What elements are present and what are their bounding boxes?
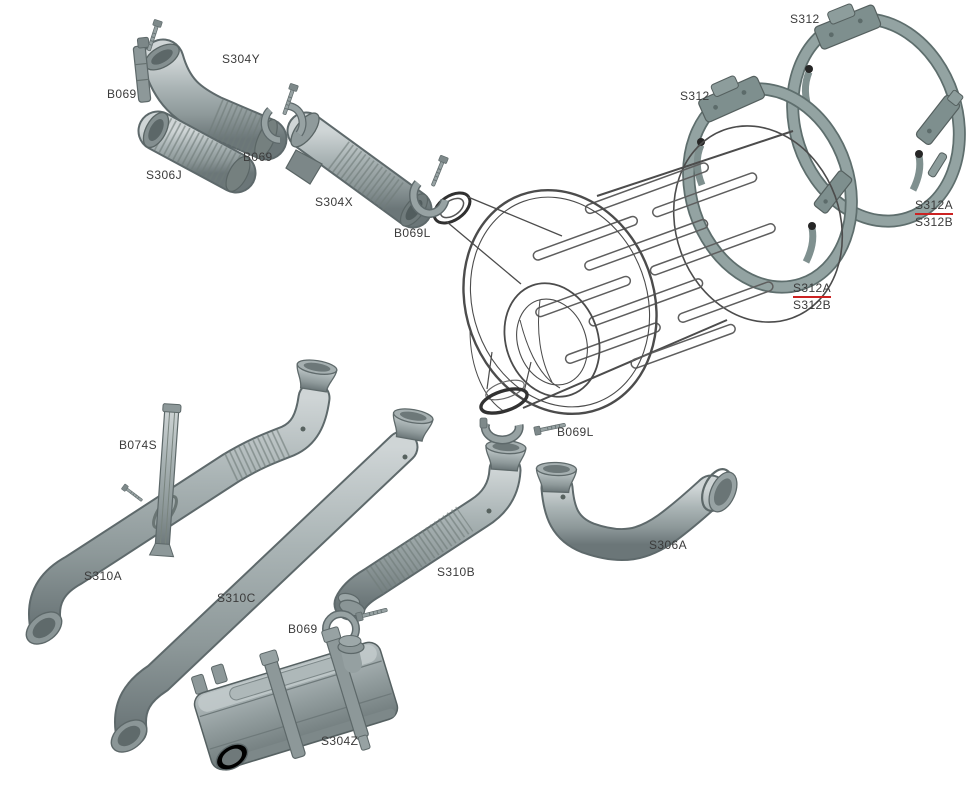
part-label-s312-right[interactable]: S312 — [790, 12, 820, 26]
part-label-s310c[interactable]: S310C — [217, 591, 256, 605]
part-s306a-drawing — [535, 461, 738, 562]
part-b069l-clamp-lower-drawing — [479, 417, 567, 445]
part-s310b-drawing — [333, 438, 527, 621]
part-s310c-drawing — [110, 405, 435, 753]
part-label-s306j[interactable]: S306J — [146, 168, 183, 182]
part-s310a-drawing — [25, 356, 339, 645]
part-label-b069l-lower[interactable]: B069L — [557, 425, 594, 439]
part-label-b069-bottom[interactable]: B069 — [288, 622, 318, 636]
part-label-b069-mid[interactable]: B069 — [243, 150, 273, 164]
part-label-s312a-lower[interactable]: S312A — [793, 282, 832, 298]
part-muffler-canister-drawing — [432, 125, 844, 416]
part-label-s304z[interactable]: S304Z — [321, 734, 359, 748]
part-s312-strap-right-drawing — [786, 3, 966, 228]
part-label-s304x[interactable]: S304X — [315, 195, 354, 209]
part-s306j-drawing — [137, 110, 257, 194]
part-label-s310a[interactable]: S310A — [84, 569, 123, 583]
part-s312-strap-left-drawing — [682, 75, 858, 294]
part-label-s306a[interactable]: S306A — [649, 538, 688, 552]
part-label-b074s[interactable]: B074S — [119, 438, 158, 452]
part-b069-clamp-top-left-drawing — [132, 18, 163, 103]
part-s304z-drawing — [191, 626, 399, 771]
part-label-s310b[interactable]: S310B — [437, 565, 476, 579]
part-b069l-clamp-upper-drawing — [409, 154, 450, 218]
part-label-s304y[interactable]: S304Y — [222, 52, 261, 66]
part-label-s312b-lower[interactable]: S312B — [793, 298, 832, 312]
part-label-s312b-right[interactable]: S312B — [915, 215, 954, 229]
part-b074s-stake-drawing — [120, 403, 182, 558]
part-label-b069l-upper[interactable]: B069L — [394, 226, 431, 240]
part-s304y-drawing — [141, 38, 288, 161]
part-s304x-drawing — [285, 111, 433, 229]
part-label-s312a-right[interactable]: S312A — [915, 199, 954, 215]
part-label-b069-top-left[interactable]: B069 — [107, 87, 137, 101]
part-b069-clamp-mid-drawing — [260, 82, 307, 144]
part-label-s312-left[interactable]: S312 — [680, 89, 710, 103]
